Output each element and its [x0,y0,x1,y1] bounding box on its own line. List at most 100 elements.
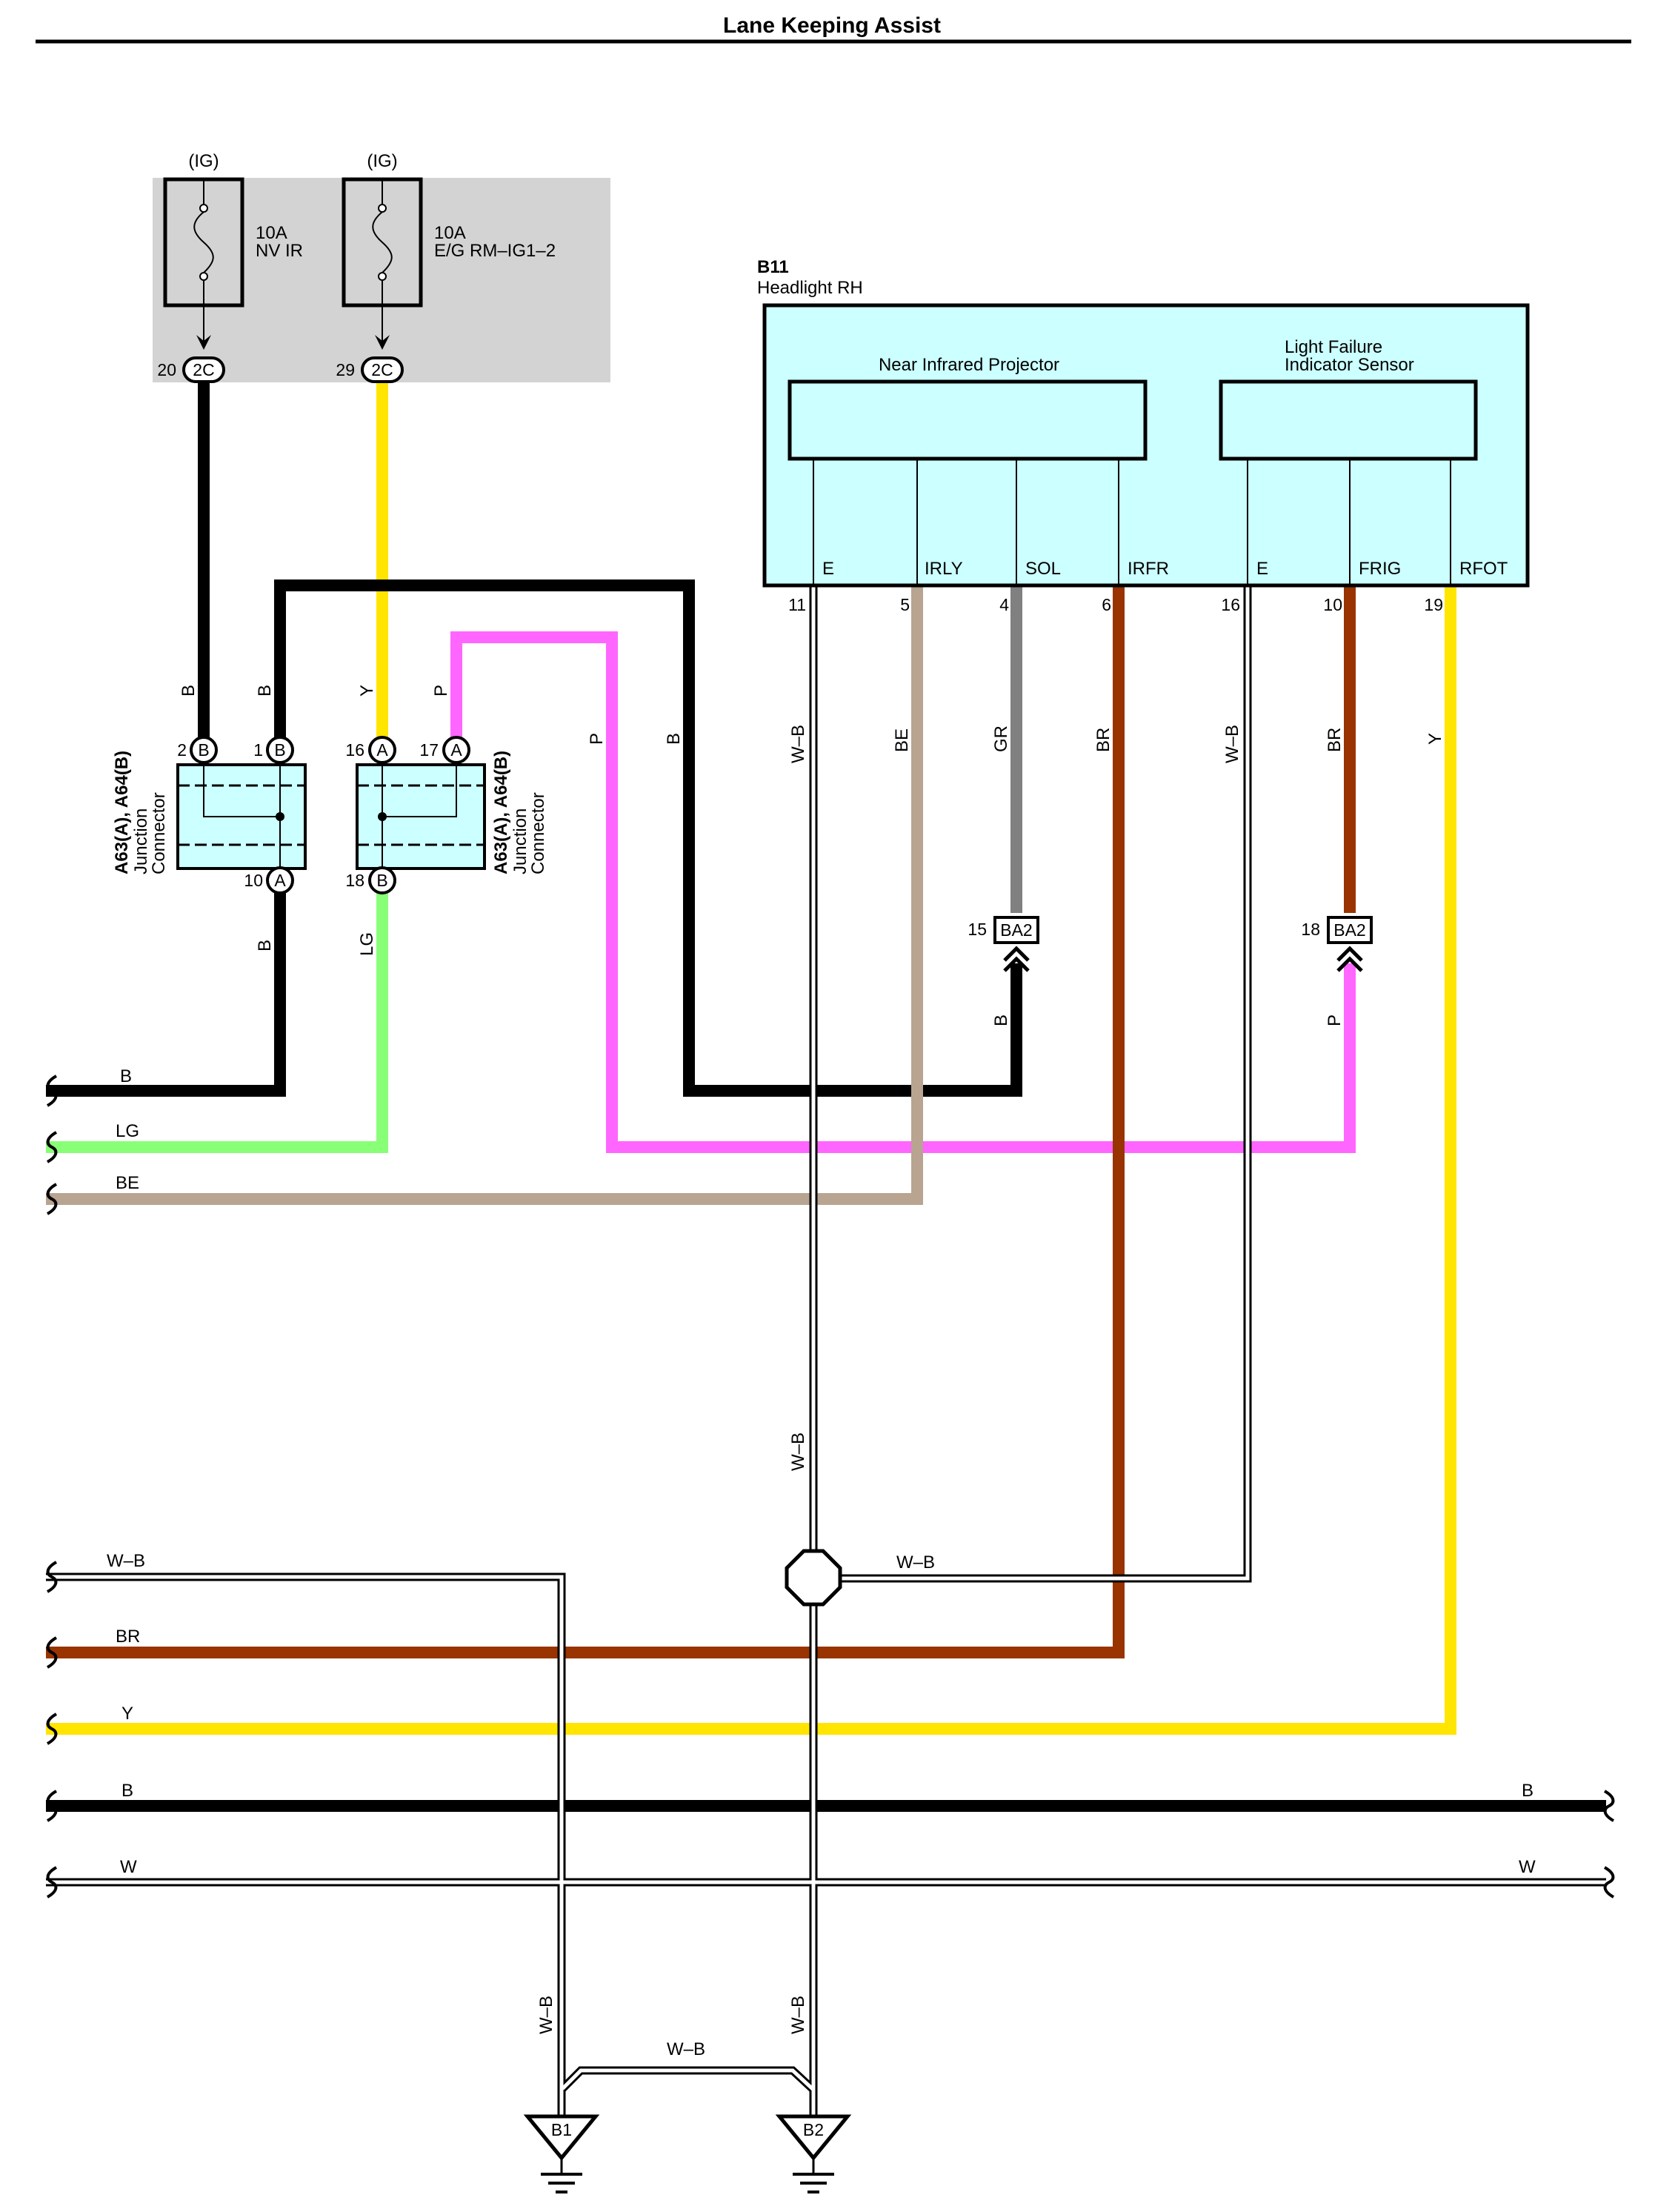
connector-sub-label: Connector [149,792,169,874]
bus-label: BR [116,1627,140,1647]
wire-color-label: Y [357,685,377,697]
connector-arrow-icon [196,335,211,350]
ground-b1: B1 [523,2114,600,2193]
wire-color-label: BR [1093,728,1113,752]
fuse-name: NV IR [256,241,303,261]
pin-number: 10 [1323,595,1342,614]
wire-b-jc1-bottom [46,889,286,1097]
terminal-label: E [1256,559,1268,579]
wire-color-label: BE [892,728,912,752]
wire-color-label: W–B [896,1552,935,1572]
connector-code: BA2 [1333,920,1365,940]
wire-break-marks-right [1603,1790,1615,1899]
fuse-rating: 10A [434,223,466,243]
wire-color-label: B [255,685,275,697]
wire-break-marks-left [46,1075,58,1899]
connector-code: 2C [371,360,393,379]
connector-sub-label: Connector [528,792,548,874]
pin-number: 18 [1301,920,1320,939]
wire-br-irfr [46,585,1125,1658]
wire-color-label: W–B [667,2039,705,2059]
wire-color-label: B [255,940,275,951]
connector-label: A63(A), A64(B) [491,751,511,874]
pin-number: 18 [345,871,364,890]
wire-color-label: B [179,685,199,697]
wire-wb-group [46,585,1606,2134]
bus-label: B [121,1781,133,1801]
pin-number: 1 [253,740,263,760]
pin-number: 17 [419,740,439,760]
connector-code: BA2 [1000,920,1032,940]
wire-p-loop [450,631,1356,1153]
pin-number: 5 [900,595,910,614]
pin-letter: A [274,871,286,890]
fuse-ig-label: (IG) [188,151,219,171]
bus-label: BE [116,1173,139,1193]
pin-number: 11 [788,595,806,614]
wire-color-label: P [1325,1014,1345,1026]
fuse-nv-ir: (IG) 10A NV IR [163,151,303,308]
fuse-ig-label: (IG) [367,151,397,171]
connector-label: A63(A), A64(B) [112,751,132,874]
wire-b-loop [274,579,1022,1097]
terminal-label: FRIG [1359,559,1401,579]
ground-b2: B2 [775,2114,852,2193]
bus-label: B [120,1066,132,1086]
pin-letter: B [274,740,285,760]
wire-color-label: W–B [788,1996,808,2034]
bus-label: Y [121,1704,133,1724]
sensor-label: Indicator Sensor [1285,355,1414,375]
connector-code: 2C [193,360,214,379]
fuse-element-icon [372,211,393,273]
wire-color-label: W–B [788,725,808,763]
connector-arrow-icon [375,335,390,350]
wire-color-label: LG [357,932,377,956]
pin-letter: A [376,740,388,760]
terminal-label: IRFR [1128,559,1169,579]
pin-number: 10 [244,871,263,890]
wire-color-label: W–B [1222,725,1242,763]
pin-letter: B [198,740,209,760]
near-infrared-projector [787,379,1148,461]
wire-color-label: Y [1425,733,1445,745]
component-name: Headlight RH [757,278,863,298]
component-id: B11 [757,257,789,277]
bus-label: B [1522,1781,1534,1801]
pin-letter: A [450,740,462,760]
headlight-rh: B11 Headlight RH Near Infrared Projector… [757,257,1530,763]
fuse-eg-rm-ig1-2: (IG) 10A E/G RM–IG1–2 [342,151,556,308]
pin-number: 2 [177,740,187,760]
fuse-rating: 10A [256,223,287,243]
terminal-label: RFOT [1459,559,1508,579]
pin-number: 16 [1221,595,1240,614]
fuse-element-icon [193,211,214,273]
connector-sub-label: Junction [131,808,151,874]
pin-letter: B [376,871,387,890]
pin-number: 4 [999,595,1009,614]
wire-color-label: W–B [788,1432,808,1471]
junction-connector-2: A 16 A 17 B 18 A63(A), A64(B) Junction C… [345,736,548,894]
wire-lg-jc2-bottom [46,889,388,1153]
light-failure-indicator-sensor [1219,379,1478,461]
bus-label: W–B [107,1551,145,1571]
ground-label: B1 [551,2120,572,2139]
pin-number: 6 [1102,595,1111,614]
terminal-label: IRLY [925,559,963,579]
connector-sub-label: Junction [510,808,530,874]
pin-number: 16 [345,740,364,760]
wire-color-label: GR [991,725,1011,752]
terminal-label: E [822,559,834,579]
bus-label: W [1519,1857,1536,1877]
wire-color-label: P [431,685,451,697]
projector-label: Near Infrared Projector [879,355,1059,375]
junction-connector-1: B 2 B 1 A 10 A63(A), A64(B) Junction Con… [112,736,307,894]
bus-label: LG [116,1121,139,1141]
fuse-name: E/G RM–IG1–2 [434,241,556,261]
ground-label: B2 [803,2120,824,2139]
connector-ba2-15: 15 BA2 B [968,916,1039,1026]
bus-label: W [120,1857,137,1877]
page-title: Lane Keeping Assist [723,13,941,38]
wire-y-rfot [46,585,1456,1735]
sensor-label: Light Failure [1285,337,1382,357]
